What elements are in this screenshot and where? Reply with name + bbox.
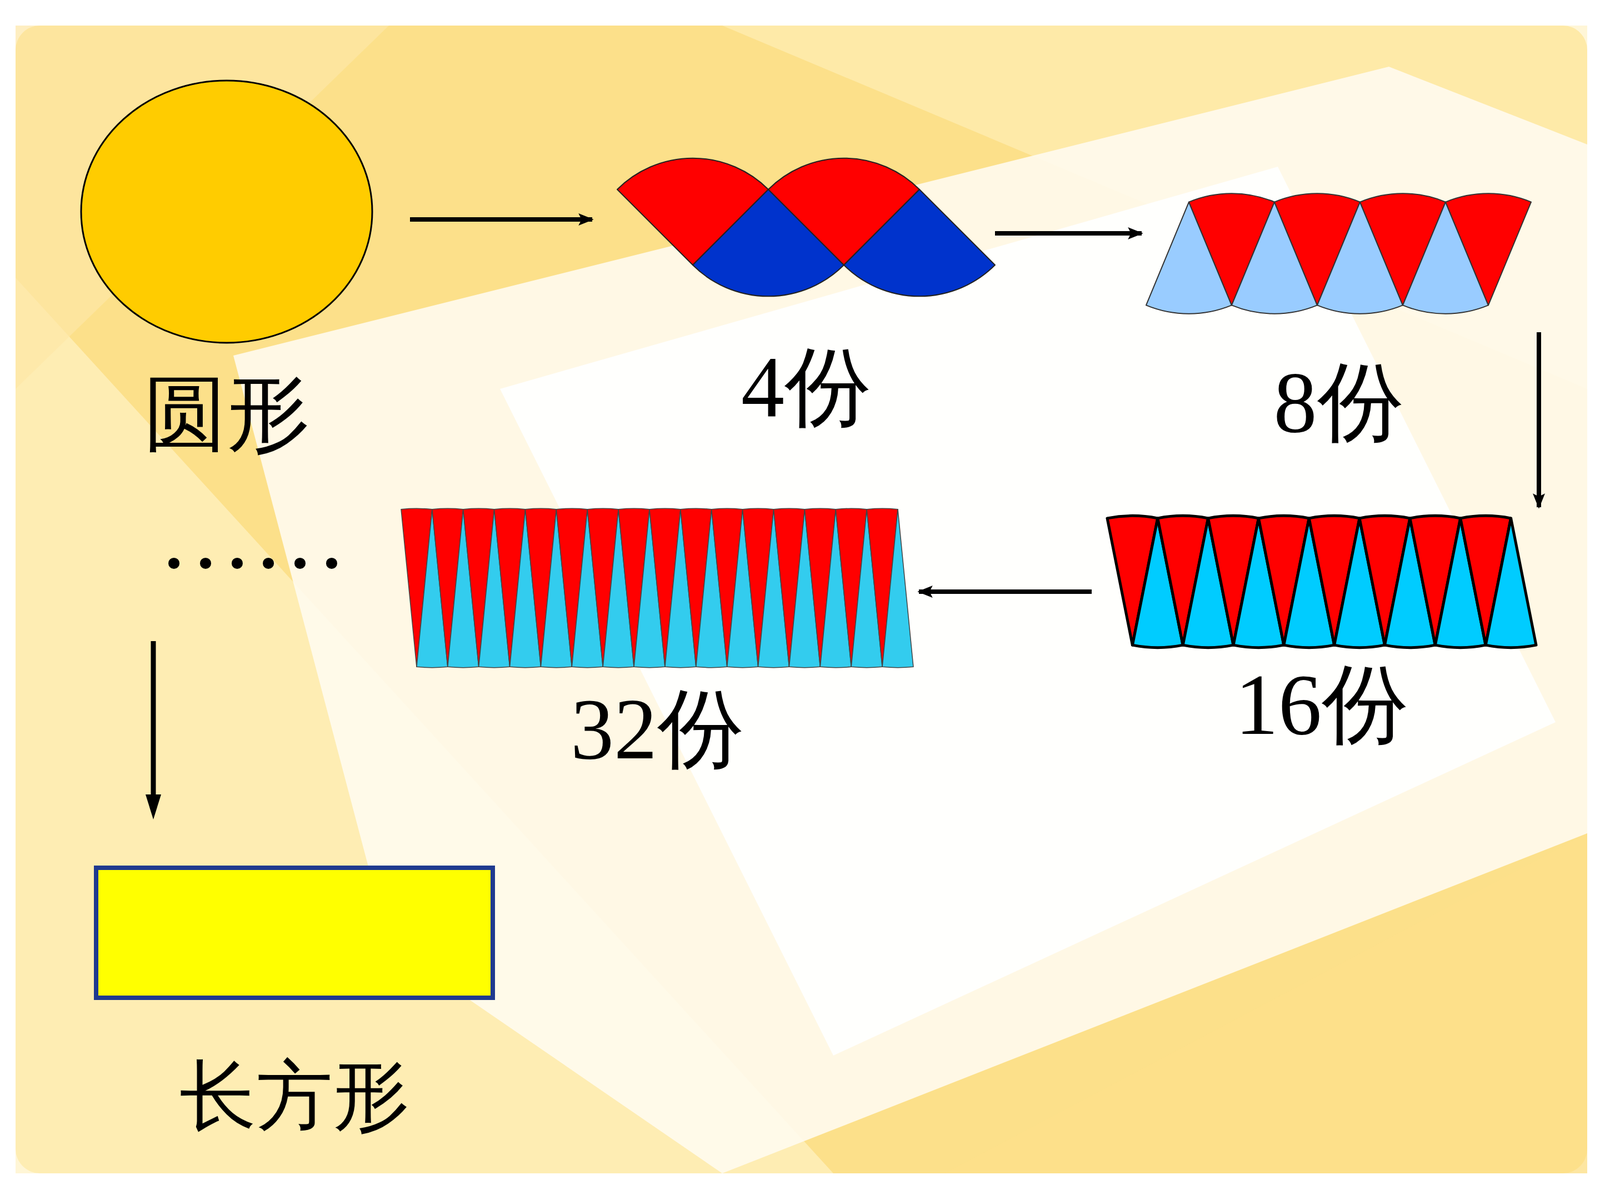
sector-piece bbox=[1445, 193, 1532, 305]
shape-node: 圆形 bbox=[79, 78, 374, 456]
flow-arrow bbox=[995, 231, 1142, 236]
flow-arrow bbox=[918, 589, 1092, 594]
circle-shape bbox=[79, 78, 374, 345]
sector-row bbox=[1107, 510, 1537, 654]
sector-row bbox=[1146, 188, 1532, 319]
shape-node: 16份 bbox=[1107, 510, 1537, 749]
continuation-dots: …… bbox=[158, 488, 348, 584]
shape-label: 8份 bbox=[1146, 359, 1532, 447]
shape-node: 4份 bbox=[617, 153, 995, 432]
shape-label: 16份 bbox=[1107, 661, 1537, 749]
shape-node: 32份 bbox=[401, 502, 914, 773]
light-ray bbox=[500, 166, 1556, 1056]
shape-node: 长方形 bbox=[93, 865, 495, 1135]
shape-label: 圆形 bbox=[79, 372, 374, 456]
shape-label: 32份 bbox=[401, 686, 914, 773]
light-ray bbox=[233, 66, 1588, 1174]
shape-label: 长方形 bbox=[93, 1058, 495, 1135]
light-ray bbox=[15, 25, 389, 389]
rectangle-fill bbox=[96, 867, 493, 998]
flow-arrow bbox=[151, 641, 157, 800]
sector-row bbox=[401, 502, 914, 674]
sector-row bbox=[617, 153, 995, 302]
shape-label: 4份 bbox=[617, 344, 995, 432]
flow-arrow bbox=[410, 217, 593, 222]
sector-piece bbox=[882, 509, 914, 668]
circle-fill bbox=[81, 80, 373, 343]
shape-node: 8份 bbox=[1146, 188, 1532, 447]
flow-arrowhead bbox=[145, 794, 162, 820]
sector-piece bbox=[843, 189, 995, 297]
sector-piece bbox=[1485, 518, 1537, 648]
panel bbox=[15, 25, 1588, 1174]
light-ray bbox=[944, 833, 1588, 1174]
rectangle-shape bbox=[93, 865, 495, 1000]
flow-arrow bbox=[1536, 332, 1542, 508]
